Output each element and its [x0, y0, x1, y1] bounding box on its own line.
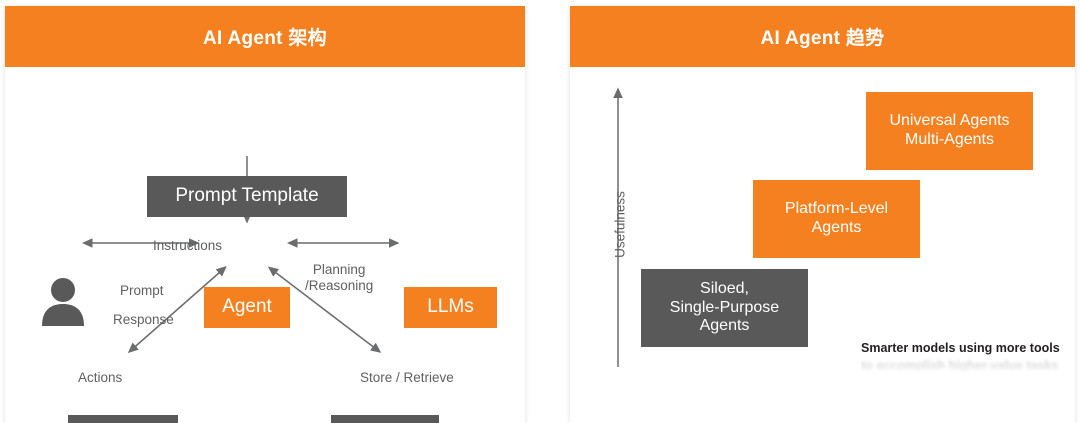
edge-label-actions: Actions: [78, 370, 123, 385]
node-prompt-template-label: Prompt Template: [175, 185, 319, 207]
chart-bar-universal-agents-multi-agents[interactable]: Universal Agents Multi-Agents: [866, 92, 1033, 170]
chart-caption-line1: Smarter models using more tools: [861, 341, 1060, 355]
node-prompt-template[interactable]: Prompt Template: [147, 176, 347, 217]
chart-bar-2-label: Universal Agents Multi-Agents: [889, 112, 1010, 148]
node-tools[interactable]: Tools: [68, 415, 178, 423]
y-axis-label: Usefulness: [612, 191, 628, 258]
person-icon: [42, 278, 84, 326]
chart-bar-platform-level-agents[interactable]: Platform-Level Agents: [753, 180, 920, 258]
node-agent-label: Agent: [222, 296, 272, 318]
chart-bar-0-label: Siloed, Single-Purpose Agents: [669, 279, 780, 335]
edge-label-prompt: Prompt: [120, 283, 164, 298]
right-panel-title: AI Agent 趋势: [760, 28, 885, 49]
node-memory[interactable]: Memory: [331, 415, 439, 423]
chart-bar-siloed-single-purpose-agents[interactable]: Siloed, Single-Purpose Agents: [641, 269, 808, 347]
chart-bar-1-label: Platform-Level Agents: [784, 200, 889, 236]
panel-ai-agent-architecture: AI Agent 架构: [5, 6, 525, 423]
panel-ai-agent-trends: AI Agent 趋势 Usefulness Siloed, Single-Pu…: [570, 6, 1075, 423]
left-panel-header: AI Agent 架构: [5, 6, 525, 67]
edge-label-instructions: Instructions: [153, 238, 223, 253]
left-panel-title: AI Agent 架构: [203, 28, 327, 49]
chart-caption-line2: to accomplish higher-value tasks: [861, 359, 1059, 374]
left-panel-body: Prompt Template Agent LLMs Tools Memory …: [5, 67, 525, 423]
right-panel-body: Usefulness Siloed, Single-Purpose Agents…: [570, 67, 1075, 423]
edge-label-store-retrieve: Store / Retrieve: [360, 370, 454, 385]
node-agent[interactable]: Agent: [204, 287, 290, 328]
node-llms-label: LLMs: [427, 296, 474, 318]
edge-label-response: Response: [113, 312, 174, 327]
edge-label-planning-reasoning: Planning /Reasoning: [305, 262, 374, 293]
chart-caption: Smarter models using more tools to accom…: [861, 339, 1075, 375]
right-panel-header: AI Agent 趋势: [570, 6, 1075, 67]
node-llms[interactable]: LLMs: [404, 287, 497, 328]
